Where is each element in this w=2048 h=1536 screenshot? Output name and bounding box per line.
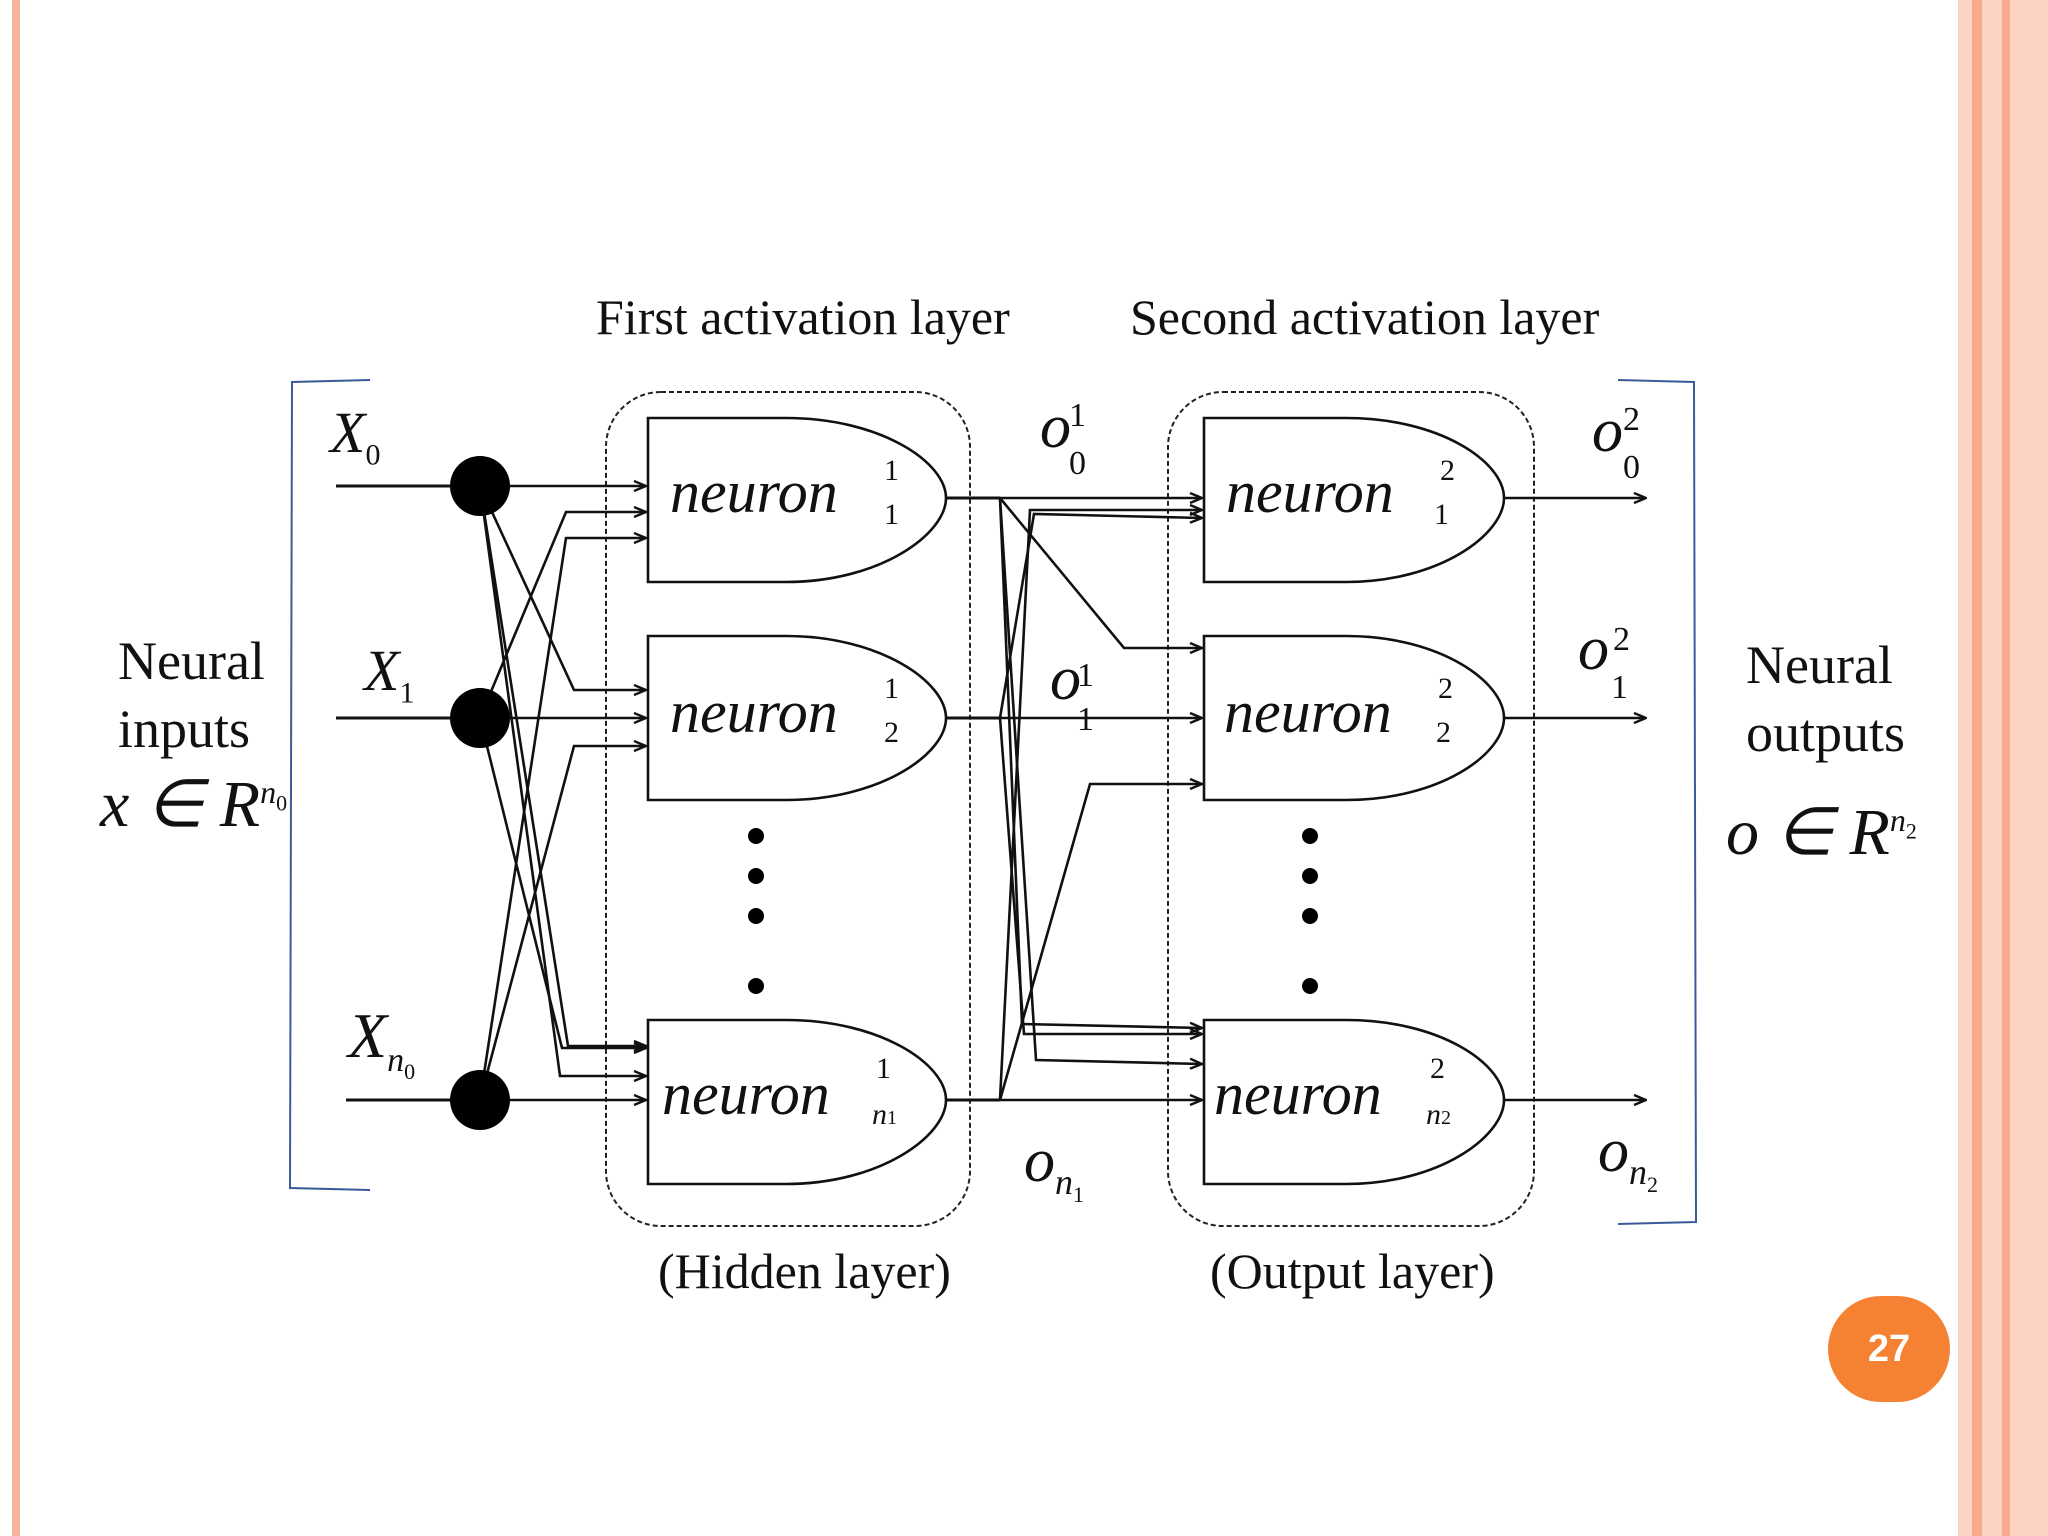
input-label-x1: X1 xyxy=(364,638,415,710)
neural-outputs-line1: Neural xyxy=(1746,635,1893,695)
input-label-xn0: Xn0 xyxy=(348,1000,416,1084)
hidden-ellipsis-dot-1 xyxy=(748,828,764,844)
neural-inputs-line2: inputs xyxy=(118,699,251,759)
first-layer-title: First activation layer xyxy=(596,289,1010,345)
output-neuron-2-shape xyxy=(1202,634,1506,802)
hidden-neuron-n1-sup: 1 xyxy=(876,1052,891,1085)
hidden-layer-caption: (Hidden layer) xyxy=(658,1243,951,1299)
page-number: 27 xyxy=(1867,1327,1911,1370)
hidden-neuron-2-sub: 2 xyxy=(884,716,899,749)
right-border-stripe-1 xyxy=(1958,0,1972,1536)
hidden-neuron-1-sub: 1 xyxy=(884,498,899,531)
output-layer-caption: (Output layer) xyxy=(1210,1243,1495,1299)
right-border-stripe-2 xyxy=(1972,0,1982,1536)
hidden-neuron-n1-label: neuron xyxy=(662,1061,830,1127)
output-neuron-n2-shape xyxy=(1202,1018,1506,1186)
hidden-neuron-n1-shape xyxy=(646,1018,948,1186)
right-border-stripe-5 xyxy=(2010,0,2048,1536)
input-node-1 xyxy=(450,688,510,748)
output-ellipsis-dot-4 xyxy=(1302,978,1318,994)
hidden-neuron-1-label: neuron xyxy=(670,459,838,525)
output-ellipsis-dot-2 xyxy=(1302,868,1318,884)
hidden-neuron-1-sup: 1 xyxy=(884,454,899,487)
output-ellipsis-dot-3 xyxy=(1302,908,1318,924)
hidden-output-on1-label: on1 xyxy=(1024,1127,1084,1208)
hidden-ellipsis-dot-4 xyxy=(748,978,764,994)
output-space-formula: o ∈ Rn2 xyxy=(1726,796,1917,869)
hidden-neuron-n1-sub: n1 xyxy=(872,1098,897,1131)
neural-inputs-line1: Neural xyxy=(118,631,265,691)
output-neuron-n2-label: neuron xyxy=(1214,1061,1382,1127)
output-layer-box xyxy=(1167,391,1535,1227)
output-neuron-n2-sub: n2 xyxy=(1426,1098,1451,1131)
second-layer-title: Second activation layer xyxy=(1130,289,1600,345)
output-neuron-2-sub: 2 xyxy=(1436,716,1451,749)
hidden-neuron-2-shape xyxy=(646,634,948,802)
hidden-neuron-2-label: neuron xyxy=(670,679,838,745)
hidden-ellipsis-dot-2 xyxy=(748,868,764,884)
hidden-neuron-1-shape xyxy=(646,416,948,584)
input-node-0 xyxy=(450,456,510,516)
hidden-ellipsis-dot-3 xyxy=(748,908,764,924)
right-border-stripe-4 xyxy=(2002,0,2010,1536)
neural-outputs-line2: outputs xyxy=(1746,703,1906,763)
output-bracket xyxy=(1617,379,1698,1225)
input-space-formula: x ∈ Rn0 xyxy=(100,768,288,841)
output-neuron-1-shape xyxy=(1202,416,1506,584)
right-border-stripe-3 xyxy=(1982,0,2002,1536)
hidden-neuron-2-sup: 1 xyxy=(884,672,899,705)
output-neuron-2-sup: 2 xyxy=(1438,672,1453,705)
output-neuron-1-sub: 1 xyxy=(1434,498,1449,531)
final-output-on2-label: on2 xyxy=(1598,1117,1658,1198)
page-number-badge: 27 xyxy=(1828,1296,1950,1402)
output-neuron-2-label: neuron xyxy=(1224,679,1392,745)
left-border-stripe xyxy=(12,0,20,1536)
input-node-n0 xyxy=(450,1070,510,1130)
output-neuron-1-label: neuron xyxy=(1226,459,1394,525)
input-bracket xyxy=(288,379,371,1191)
input-label-x0: X0 xyxy=(330,400,381,472)
output-neuron-n2-sup: 2 xyxy=(1430,1052,1445,1085)
output-ellipsis-dot-1 xyxy=(1302,828,1318,844)
hidden-layer-box xyxy=(605,391,971,1227)
output-neuron-1-sup: 2 xyxy=(1440,454,1455,487)
